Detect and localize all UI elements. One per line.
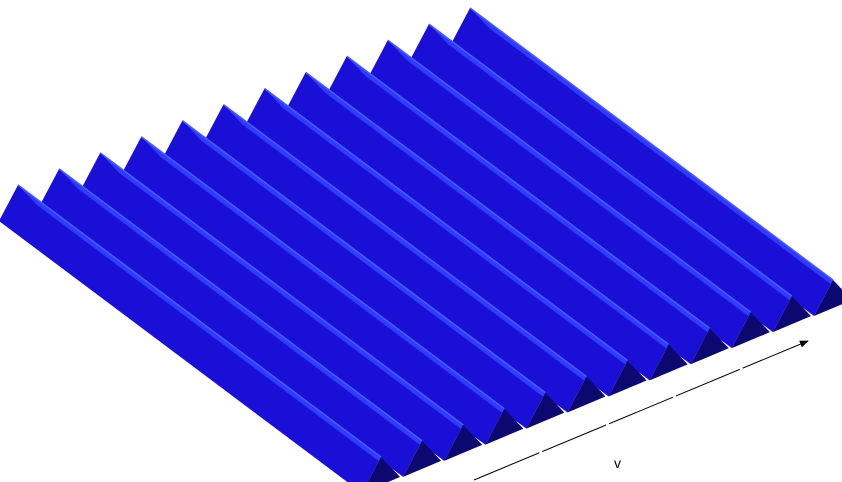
v-axis-arrow [473,340,809,481]
ridge-end-cap [403,440,442,477]
ridge-back-face [141,136,524,429]
ridge-front-face [40,168,423,477]
ridge-front-face [327,56,710,365]
ridge-back-face [18,185,400,477]
ridge-front-face [245,88,628,397]
ridge-front-face [409,24,792,333]
ridge-front-face [81,152,464,461]
ridge-front-face [286,72,669,381]
v-axis-tick [539,450,543,454]
ridge-end-cap [690,328,729,365]
ridge-front-face [0,185,381,482]
ridge-back-face [264,88,647,381]
ridge-crest [58,168,423,442]
ridge-crest [346,55,711,329]
v-axis-ticks [539,367,743,454]
ridge-crest [264,87,628,362]
ridge-end-cap [772,296,811,333]
ridge-front-face [122,136,505,445]
ridge-back-face [182,120,565,413]
ridge-back-face [59,168,442,461]
ridge-crest [428,23,793,297]
ridge-back-face [100,152,483,445]
ridge-front-face [451,8,833,316]
ridge-front-face [163,120,546,429]
ridge-back-face [305,72,688,365]
ridge-back-face [387,40,770,333]
v-axis-tick [672,395,677,399]
ridge-crest [99,152,464,426]
ridge-back-face [428,24,811,317]
ridge-front-face [204,104,587,413]
ridge-back-face [223,104,606,397]
ridge-back-face [470,8,842,293]
ridge-crest [181,120,546,394]
ridge-crest [305,71,670,345]
ridge-end-cap [567,376,606,413]
v-axis-tick [739,367,743,371]
ridge-crest [140,136,505,410]
ridge-front-face [368,40,751,349]
ridge-end-cap [526,392,565,429]
ridge-end-cap [649,344,688,381]
ridge-crest [469,7,834,281]
v-axis-tick [606,422,610,426]
ridge-crest [387,39,752,313]
v-axis: v [473,340,809,481]
ridge-crest [17,184,382,458]
ridge-end-cap [731,312,770,349]
corrugated-surface [0,7,842,482]
ridge-crest [223,103,587,378]
ridge-end-cap [608,360,647,397]
ridge-end-cap [814,280,842,316]
ridge-end-cap [367,457,400,482]
ridge-end-cap [444,424,483,461]
ridge-back-face [346,56,729,349]
ridge-end-cap [485,408,524,445]
v-axis-label: v [614,455,621,471]
